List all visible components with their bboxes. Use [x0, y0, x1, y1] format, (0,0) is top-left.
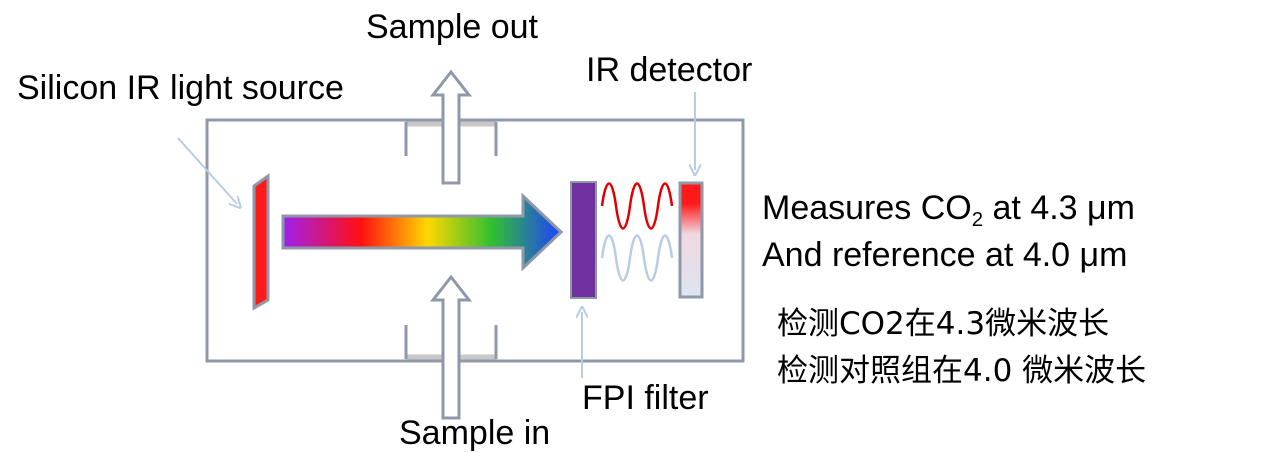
measurement-line-1-prefix: Measures CO — [762, 189, 972, 227]
sample-out-arrow — [429, 69, 473, 185]
fpi-filter — [570, 181, 597, 299]
sample-in-arrow — [429, 274, 473, 420]
ir-detector-label: IR detector — [586, 51, 753, 89]
light-source-pointer — [177, 137, 237, 204]
reference-wave — [600, 234, 674, 282]
ir-beam-arrow — [281, 192, 564, 272]
ir-light-source — [252, 173, 270, 311]
measurement-line-1-suffix: at 4.3 μm — [983, 189, 1135, 227]
chinese-line-1: 检测CO2在4.3微米波长 — [777, 306, 1110, 342]
light-source-label: Silicon IR light source — [17, 69, 344, 107]
co2-subscript: 2 — [971, 209, 984, 232]
measurement-line-2: And reference at 4.0 μm — [762, 236, 1128, 274]
fpi-filter-label: FPI filter — [582, 379, 709, 417]
gas-chamber — [205, 118, 745, 363]
ir-detector — [678, 181, 704, 299]
sample-out-label: Sample out — [366, 8, 538, 46]
chinese-line-2: 检测对照组在4.0 微米波长 — [777, 353, 1147, 389]
signal-wave — [600, 182, 674, 230]
measurement-line-1: Measures CO2 at 4.3 μm — [762, 189, 1135, 230]
sample-in-label: Sample in — [399, 414, 551, 452]
